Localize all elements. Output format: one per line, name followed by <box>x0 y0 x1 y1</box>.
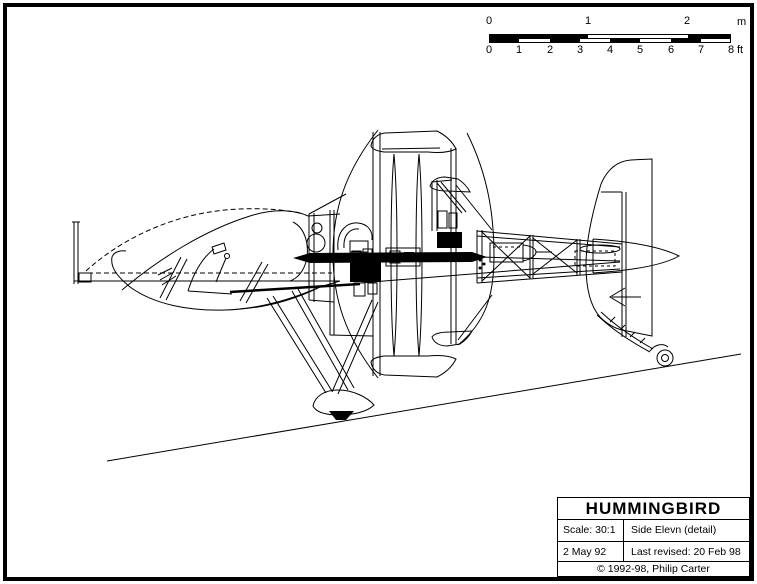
title-block-view: Side Elevn (detail) <box>631 524 717 536</box>
scale-bar-rule <box>489 34 731 43</box>
scale-bar-meter-tick: 0 <box>485 15 493 27</box>
scale-bar-segment <box>519 39 550 42</box>
title-block-scale: Scale: 30:1 <box>558 520 624 541</box>
title-block-date: 2 May 92 <box>558 542 624 561</box>
scale-bar-feet-tick: 2 <box>546 44 554 56</box>
scale-bar-segment <box>701 39 730 42</box>
tail-boom <box>476 230 623 284</box>
scale-bar-feet-tick: 6 <box>667 44 675 56</box>
scale-bar-feet-tick: 8 <box>727 44 735 56</box>
scale-bar-meter-tick: 2 <box>683 15 691 27</box>
scale-bar-meter-unit: m <box>737 16 747 28</box>
main-wheel-fairing <box>312 389 375 420</box>
scale-bar-feet-tick: 4 <box>606 44 614 56</box>
title-block-revised: Last revised: 20 Feb 98 <box>631 546 741 558</box>
title-block-copyright: © 1992-98, Philip Carter <box>597 563 710 575</box>
nose-probe <box>72 221 92 284</box>
drawing-border <box>3 3 754 581</box>
wing-edge <box>293 252 621 263</box>
title-block-title: HUMMINGBIRD <box>558 498 749 520</box>
scale-bar-feet-tick: 3 <box>576 44 584 56</box>
scale-bar-feet-tick: 7 <box>697 44 705 56</box>
scale-bar-meter-tick: 1 <box>584 15 592 27</box>
scale-bar-feet-unit: ft <box>737 44 744 56</box>
fuselage-pod <box>74 193 347 311</box>
engines <box>350 179 493 341</box>
scale-bar-segment <box>588 35 688 38</box>
tail-wheel <box>596 311 674 367</box>
scale-bar-segment <box>580 39 610 42</box>
ground-line <box>106 353 742 462</box>
fin-rudder <box>585 158 653 337</box>
scale-bar-feet-tick: 5 <box>636 44 644 56</box>
title-block: HUMMINGBIRD Scale: 30:1 Side Elevn (deta… <box>557 497 750 577</box>
scale-bar-segment <box>640 39 671 42</box>
scale-bar-feet-tick: 0 <box>485 44 493 56</box>
main-gear-struts <box>266 288 379 395</box>
tail-cone <box>592 238 681 274</box>
scale-bar-feet-tick: 1 <box>515 44 523 56</box>
